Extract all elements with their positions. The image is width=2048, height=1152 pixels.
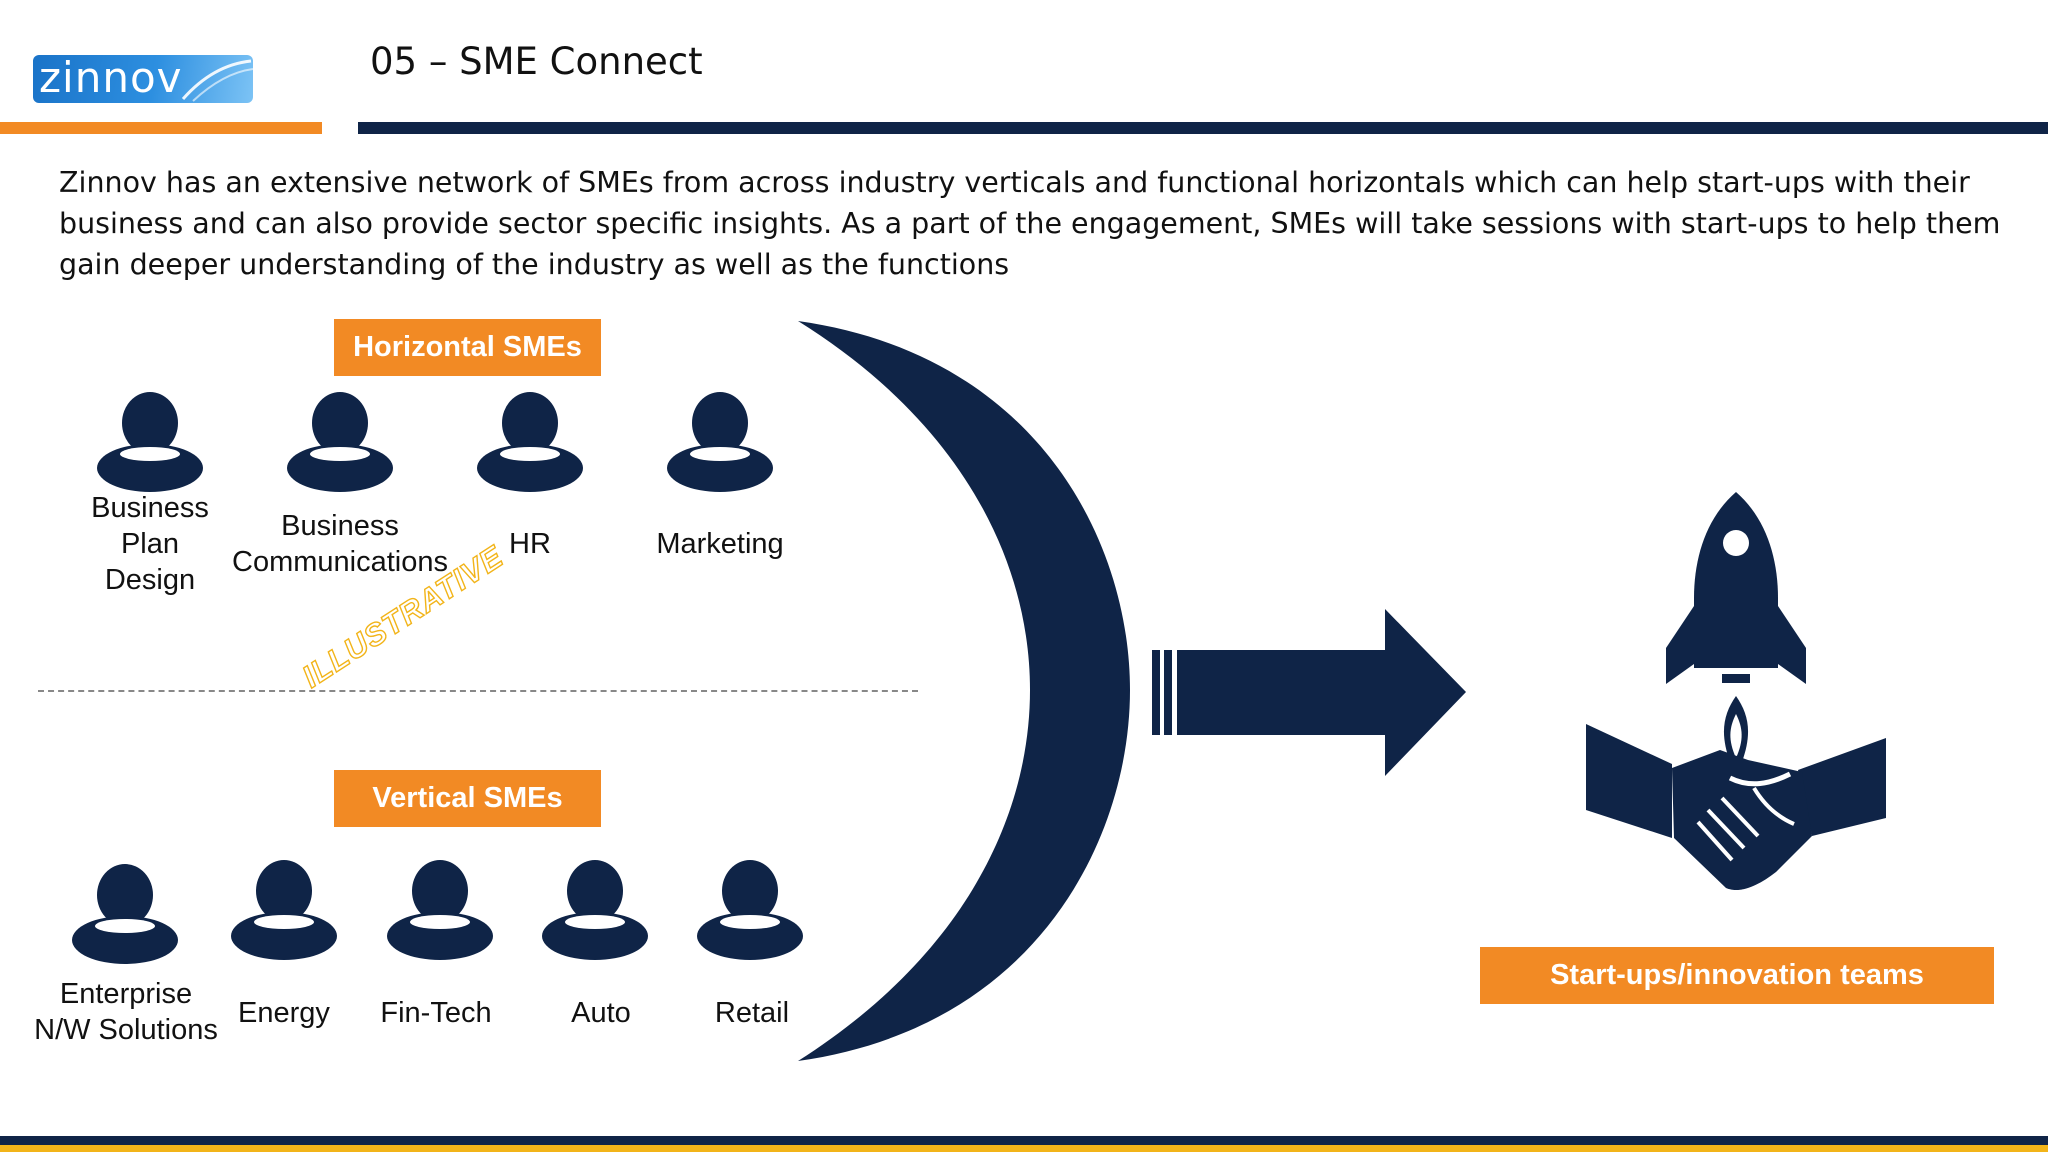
person-icon — [667, 392, 773, 492]
intro-paragraph: Zinnov has an extensive network of SMEs … — [59, 166, 2001, 281]
logo-text: zinnov — [39, 55, 183, 102]
person-icon — [72, 864, 178, 964]
startups-innovation-tag: Start-ups/innovation teams — [1480, 947, 1994, 1004]
crescent-funnel-shape — [798, 321, 1130, 1061]
person-icon — [697, 860, 803, 960]
page-title: 05 – SME Connect — [370, 40, 703, 83]
header-navy-rule — [358, 122, 2048, 134]
horizontal-sme-label: HR — [509, 528, 551, 560]
vertical-sme-label: Auto — [571, 997, 631, 1029]
person-icon — [231, 860, 337, 960]
footer-yellow-rule — [0, 1145, 2048, 1152]
person-icon — [477, 392, 583, 492]
horizontal-sme-label: Marketing — [656, 528, 784, 560]
vertical-sme-label: Fin-Tech — [380, 997, 492, 1029]
person-icon — [97, 392, 203, 492]
rocket-handshake-icon — [1586, 492, 1886, 891]
header-orange-rule — [0, 122, 322, 134]
horizontal-smes-tag: Horizontal SMEs — [334, 319, 601, 376]
person-icon — [287, 392, 393, 492]
right-arrow-icon — [1152, 609, 1466, 776]
zinnov-logo: zinnov — [33, 55, 253, 103]
vertical-sme-label: Energy — [238, 997, 330, 1029]
logo-swoosh-icon — [181, 59, 253, 102]
person-icon — [542, 860, 648, 960]
person-icon — [387, 860, 493, 960]
vertical-smes-tag: Vertical SMEs — [334, 770, 601, 827]
vertical-sme-label: Retail — [714, 997, 790, 1029]
section-divider — [38, 690, 918, 692]
footer-navy-rule — [0, 1136, 2048, 1145]
